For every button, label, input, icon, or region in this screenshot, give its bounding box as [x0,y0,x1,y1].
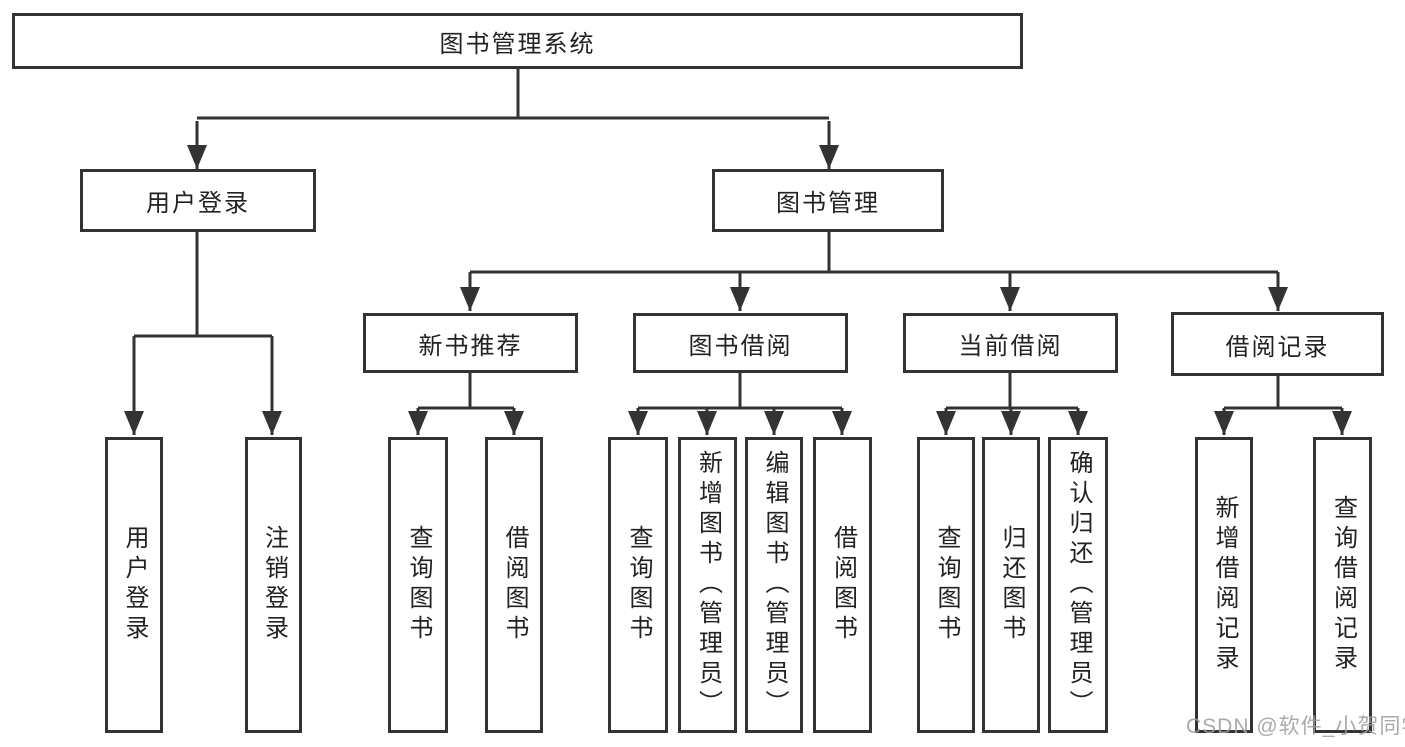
leaf-user-login: 用户登录 [105,437,163,733]
node-borrow-records-label: 借阅记录 [1225,333,1330,361]
leaf-query-book-current: 查询图书 [917,437,975,733]
leaf-query-borrow-record-label: 查询借阅记录 [1329,495,1357,675]
leaf-add-book-admin: 新增图书（管理员） [678,437,737,733]
leaf-add-borrow-record: 新增借阅记录 [1195,437,1253,733]
node-borrow-records: 借阅记录 [1171,312,1384,376]
node-book-borrow: 图书借阅 [633,313,848,373]
leaf-confirm-return-admin-label: 确认归还（管理员） [1065,450,1092,720]
node-book-management: 图书管理 [712,169,944,232]
node-new-book-recommend-label: 新书推荐 [418,332,523,360]
leaf-edit-book-admin-label: 编辑图书（管理员） [761,450,788,720]
edge-current-trunk [946,373,1078,410]
edge-borrow-trunk [638,373,842,410]
leaf-return-book: 归还图书 [982,437,1040,733]
edge-records-trunk [1224,373,1342,410]
leaf-query-book-borrow-label: 查询图书 [625,525,652,645]
edge-newbook-trunk [418,373,514,410]
leaf-query-book-newbook: 查询图书 [388,437,448,733]
leaf-query-book-current-label: 查询图书 [933,525,960,645]
node-system-root-label: 图书管理系统 [439,30,596,58]
edge-user-login-trunk [134,232,272,338]
leaf-logout-label: 注销登录 [260,525,288,645]
leaf-borrow-book-newbook: 借阅图书 [485,437,543,733]
leaf-query-borrow-record: 查询借阅记录 [1313,437,1372,733]
node-new-book-recommend: 新书推荐 [363,313,578,373]
node-user-login-label: 用户登录 [146,190,250,217]
edge-book-management-trunk [470,232,1278,274]
leaf-confirm-return-admin: 确认归还（管理员） [1048,437,1108,733]
csdn-watermark: CSDN @软件_小贺同学 [1186,715,1405,738]
node-current-borrow: 当前借阅 [903,313,1118,373]
leaf-borrow-book-borrow-label: 借阅图书 [829,525,857,645]
leaf-user-login-label: 用户登录 [121,525,148,645]
leaf-borrow-book-newbook-label: 借阅图书 [501,525,528,645]
leaf-query-book-newbook-label: 查询图书 [405,525,432,645]
leaf-add-book-admin-label: 新增图书（管理员） [694,450,722,720]
node-current-borrow-label: 当前借阅 [958,332,1063,360]
edge-root-trunk [197,69,829,120]
leaf-borrow-book-borrow: 借阅图书 [813,437,872,733]
leaf-add-borrow-record-label: 新增借阅记录 [1211,495,1238,675]
node-system-root: 图书管理系统 [12,13,1023,69]
leaf-query-book-borrow: 查询图书 [608,437,668,733]
node-user-login: 用户登录 [80,169,316,232]
leaf-return-book-label: 归还图书 [998,525,1025,645]
leaf-logout: 注销登录 [245,437,302,733]
node-book-management-label: 图书管理 [776,190,880,217]
leaf-edit-book-admin: 编辑图书（管理员） [745,437,803,733]
node-book-borrow-label: 图书借阅 [688,332,793,360]
